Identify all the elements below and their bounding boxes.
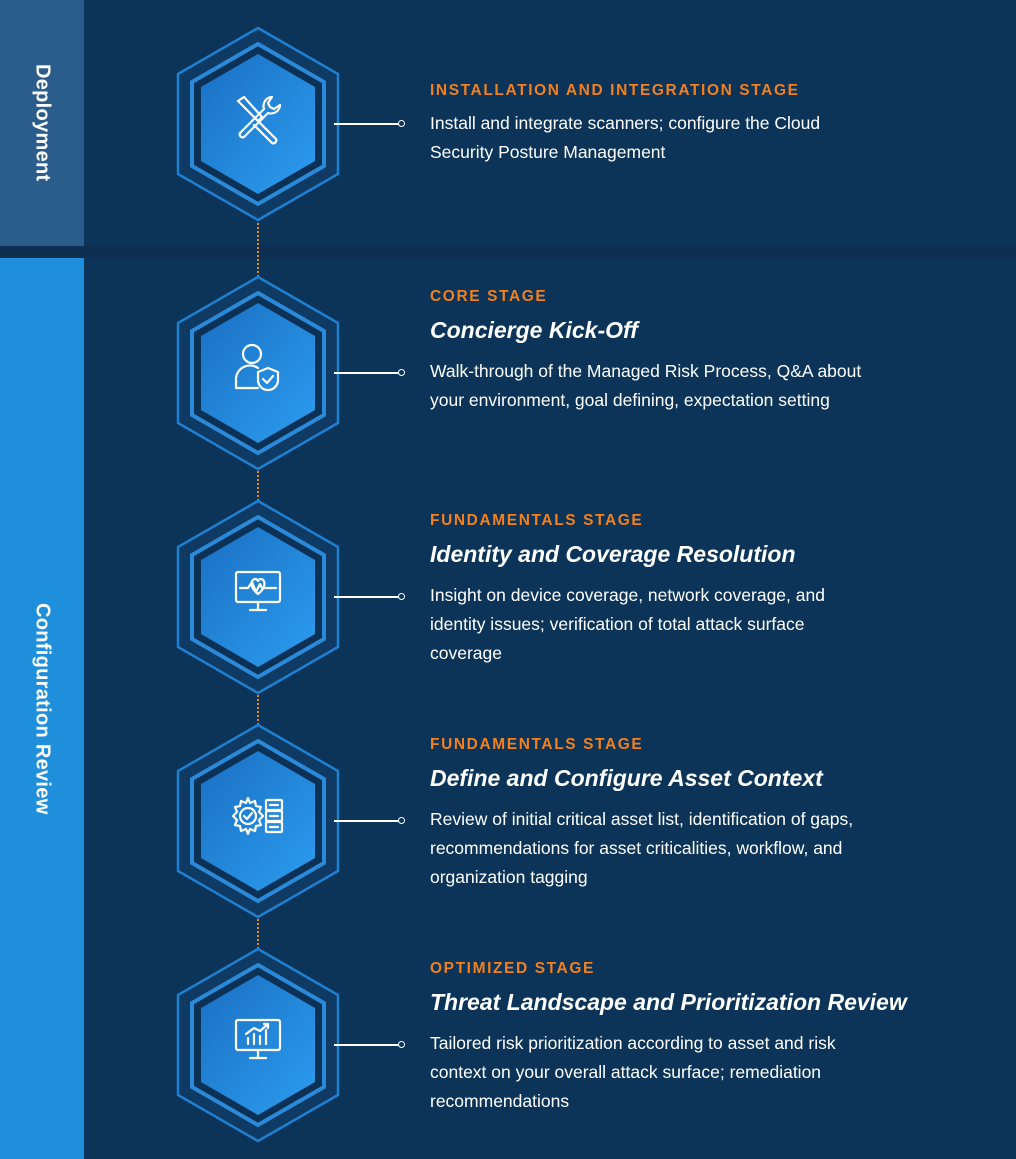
stage-connector: [334, 817, 405, 824]
gear-server-icon: [231, 796, 284, 836]
stage-title: Define and Configure Asset Context: [430, 765, 823, 791]
tools-icon: [236, 95, 282, 145]
monitor-chart-icon: [234, 1018, 282, 1060]
stage-connector: [334, 593, 405, 600]
stage-title: Threat Landscape and Prioritization Revi…: [430, 989, 907, 1015]
stage-text: FUNDAMENTALS STAGE Define and Configure …: [430, 735, 950, 892]
deployment-label: Deployment: [31, 64, 54, 182]
stage-hexagon: [170, 497, 346, 697]
stage-label: FUNDAMENTALS STAGE: [430, 736, 644, 753]
stage-description: Walk-through of the Managed Risk Process…: [430, 361, 862, 410]
monitor-heartbeat-icon: [234, 570, 282, 612]
stage-hexagon: [170, 945, 346, 1145]
stage-title: Identity and Coverage Resolution: [430, 541, 796, 567]
configuration-review-tab: Configuration Review: [0, 258, 84, 1159]
stage-hexagon: [170, 273, 346, 473]
stage-hexagon: [170, 24, 346, 224]
stage-description: Insight on device coverage, network cove…: [430, 585, 825, 663]
stage-label: FUNDAMENTALS STAGE: [430, 512, 644, 529]
stage-text: OPTIMIZED STAGE Threat Landscape and Pri…: [430, 959, 950, 1116]
stage-optimized: OPTIMIZED STAGE Threat Landscape and Pri…: [170, 945, 1016, 1145]
stage-label: INSTALLATION AND INTEGRATION STAGE: [430, 82, 800, 99]
stage-description: Review of initial critical asset list, i…: [430, 809, 854, 887]
deployment-panel: Deployment: [0, 0, 1016, 246]
configuration-review-panel: Configuration Review: [0, 258, 1016, 1159]
stage-fundamentals-identity: FUNDAMENTALS STAGE Identity and Coverage…: [170, 497, 1016, 697]
stage-connector: [334, 120, 405, 127]
configuration-review-label: Configuration Review: [31, 602, 54, 815]
stage-installation: INSTALLATION AND INTEGRATION STAGE Insta…: [170, 24, 1016, 224]
stage-label: OPTIMIZED STAGE: [430, 960, 595, 977]
stage-description: Install and integrate scanners; configur…: [430, 113, 821, 162]
stage-text: INSTALLATION AND INTEGRATION STAGE Insta…: [430, 81, 950, 167]
stage-text: FUNDAMENTALS STAGE Identity and Coverage…: [430, 511, 950, 668]
stage-core: CORE STAGE Concierge Kick-Off Walk-throu…: [170, 273, 1016, 473]
stage-fundamentals-asset: FUNDAMENTALS STAGE Define and Configure …: [170, 721, 1016, 921]
deployment-tab: Deployment: [0, 0, 84, 246]
stage-label: CORE STAGE: [430, 288, 548, 305]
stage-connector: [334, 369, 405, 376]
stage-hexagon: [170, 721, 346, 921]
stage-title: Concierge Kick-Off: [430, 317, 638, 343]
stage-description: Tailored risk prioritization according t…: [430, 1033, 836, 1111]
stage-text: CORE STAGE Concierge Kick-Off Walk-throu…: [430, 287, 950, 415]
user-shield-icon: [234, 343, 280, 392]
stage-connector: [334, 1041, 405, 1048]
